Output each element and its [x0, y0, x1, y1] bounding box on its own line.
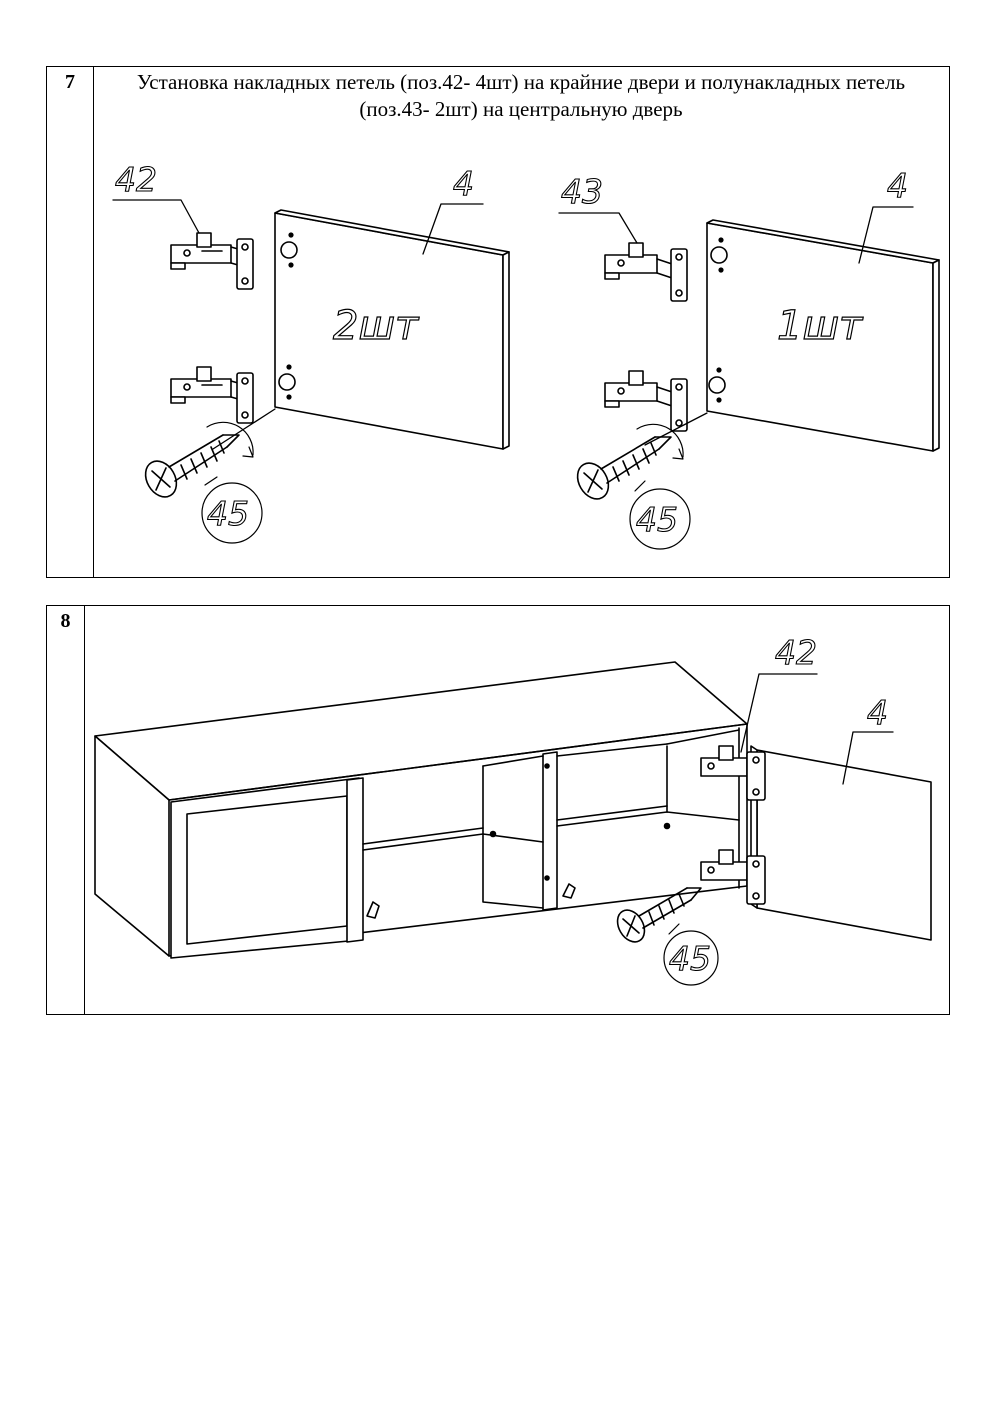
step-number-cell: 8 — [47, 606, 85, 1014]
door-label: 4 — [867, 693, 888, 732]
screw-label: 45 — [669, 939, 711, 978]
step-7-panel: 7 Установка накладных петель (поз.42- 4ш… — [46, 66, 950, 578]
left-screw-icon — [144, 421, 254, 498]
left-quantity-label: 2шт — [333, 303, 420, 349]
right-door-panel — [706, 219, 940, 452]
right-quantity-label: 1шт — [777, 303, 864, 349]
upper-hinge-icon — [700, 745, 766, 801]
lower-hinge-icon — [700, 849, 766, 905]
right-screw-icon — [576, 423, 684, 500]
left-screw-label: 45 — [207, 494, 249, 533]
left-upper-hinge-icon — [170, 232, 254, 290]
step-7-drawing: 42 4 2шт 45 43 4 1шт 45 — [112, 159, 940, 550]
left-door-label: 4 — [453, 164, 474, 203]
left-hinge-label: 42 — [115, 160, 157, 199]
right-hinge-label: 43 — [561, 172, 603, 211]
right-door-label: 4 — [887, 166, 908, 205]
right-screw-label: 45 — [636, 500, 678, 539]
hinge-label: 42 — [775, 633, 817, 672]
left-hinge-leader — [112, 199, 200, 234]
right-screw-callout-circle — [629, 488, 691, 550]
step-number: 7 — [65, 71, 75, 93]
screw-icon — [616, 887, 702, 943]
partition — [542, 751, 558, 911]
step-instruction: Установка накладных петель (поз.42- 4шт)… — [136, 70, 906, 121]
screw-callout-circle — [663, 930, 719, 986]
right-lower-hinge-icon — [604, 370, 688, 432]
door-leader — [842, 731, 894, 785]
step-number: 8 — [60, 610, 71, 632]
step-8-drawing: 42 4 45 — [94, 632, 932, 986]
right-door-leader — [858, 206, 914, 264]
left-lower-hinge-icon — [170, 366, 254, 424]
left-insert-arrow — [212, 408, 276, 450]
right-hinge-leader — [558, 212, 638, 244]
hinge-leader — [740, 673, 818, 753]
left-screw-callout-circle — [201, 482, 263, 544]
cabinet-top — [94, 661, 748, 801]
left-door-leader — [422, 203, 484, 255]
step-number-cell: 7 — [47, 67, 94, 577]
step-8-panel: 8 — [46, 605, 950, 1015]
right-upper-hinge-icon — [604, 242, 688, 302]
